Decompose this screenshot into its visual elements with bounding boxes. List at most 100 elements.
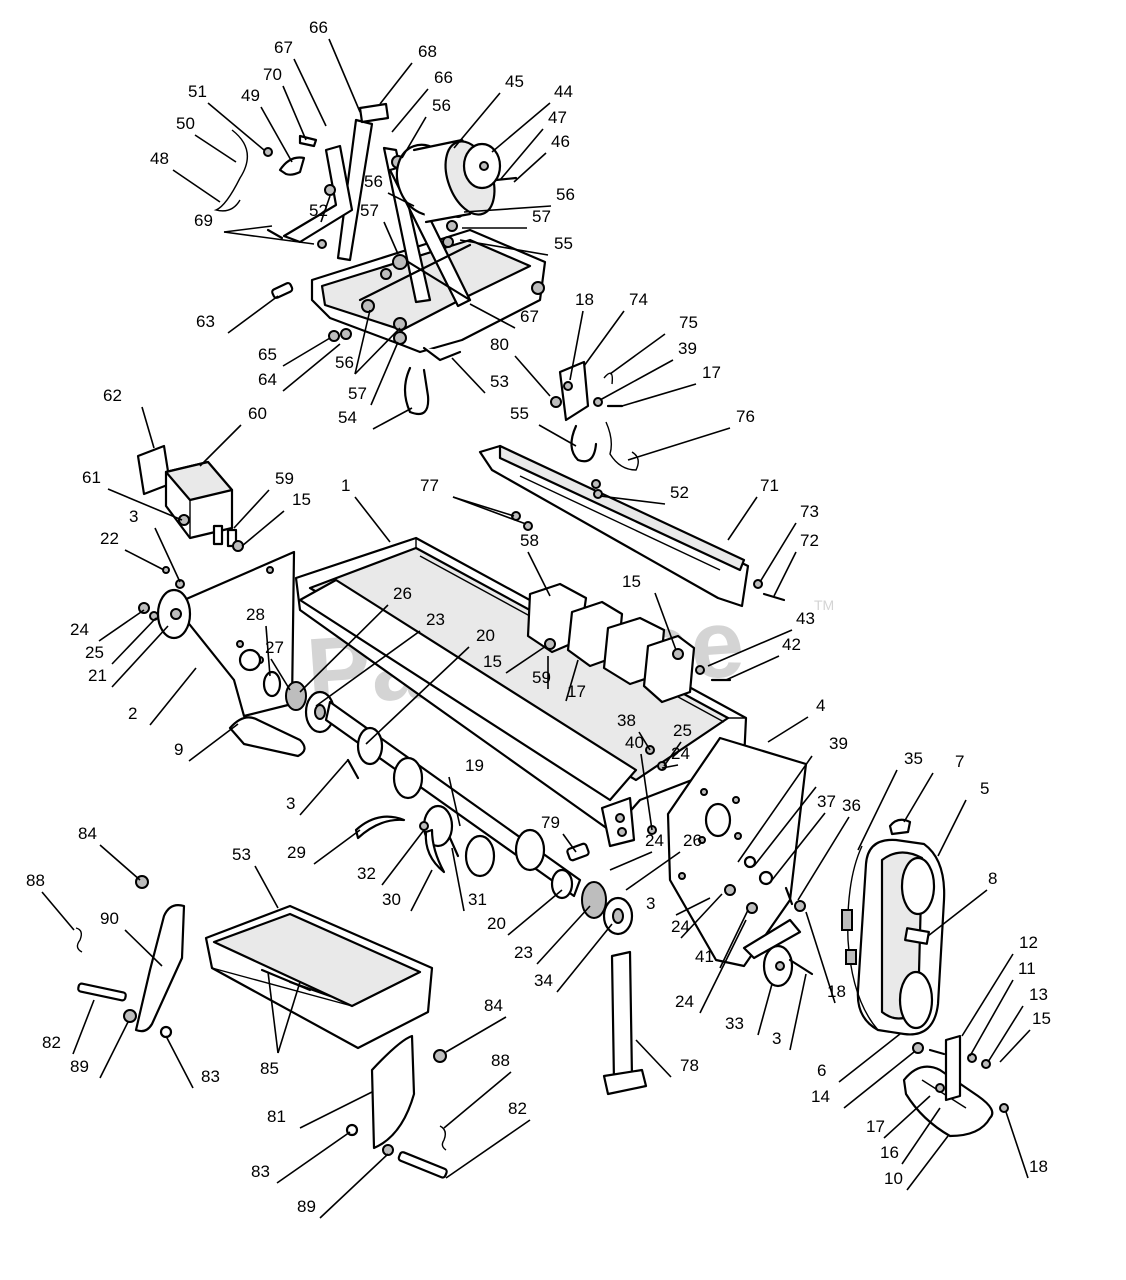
callout-label-23: 23 [426, 610, 445, 629]
callout-label-66: 66 [434, 68, 453, 87]
callout-label-2: 2 [128, 704, 137, 723]
hitch-box [136, 444, 244, 552]
callout-label-18: 18 [827, 982, 846, 1001]
callout-label-24: 24 [70, 620, 89, 639]
callout-label-26: 26 [393, 584, 412, 603]
callout-label-88: 88 [26, 871, 45, 890]
callout-label-79: 79 [541, 813, 560, 832]
callout-label-16: 16 [880, 1143, 899, 1162]
callout-label-32: 32 [357, 864, 376, 883]
callout-label-69: 69 [194, 211, 213, 230]
callout-label-14: 14 [811, 1087, 830, 1106]
callout-label-70: 70 [263, 65, 282, 84]
callout-label-8: 8 [988, 869, 997, 888]
callout-label-20: 20 [476, 626, 495, 645]
callout-label-46: 46 [551, 132, 570, 151]
callout-label-57: 57 [348, 384, 367, 403]
callout-label-45: 45 [505, 72, 524, 91]
callout-label-10: 10 [884, 1169, 903, 1188]
callout-label-90: 90 [100, 909, 119, 928]
mast-center [382, 146, 432, 304]
callout-label-73: 73 [800, 502, 819, 521]
hitch-pin-63 [271, 282, 294, 299]
callout-label-18: 18 [1029, 1157, 1048, 1176]
callout-label-52: 52 [309, 201, 328, 220]
callout-label-38: 38 [617, 711, 636, 730]
hitch-assembly [213, 102, 547, 416]
callout-label-42: 42 [782, 635, 801, 654]
callout-label-31: 31 [468, 890, 487, 909]
callout-label-9: 9 [174, 740, 183, 759]
callout-label-74: 74 [629, 290, 648, 309]
callout-label-33: 33 [725, 1014, 744, 1033]
callout-label-17: 17 [702, 363, 721, 382]
callout-label-56: 56 [335, 353, 354, 372]
callout-label-50: 50 [176, 114, 195, 133]
right-side-plate [645, 736, 814, 988]
callout-label-56: 56 [556, 185, 575, 204]
callout-label-25: 25 [673, 721, 692, 740]
callout-label-6: 6 [817, 1061, 826, 1080]
callout-label-61: 61 [82, 468, 101, 487]
depth-bar-bracket [550, 360, 639, 471]
bracket-74 [558, 360, 590, 422]
callout-label-64: 64 [258, 370, 277, 389]
callout-label-55: 55 [510, 404, 529, 423]
callout-label-88: 88 [491, 1051, 510, 1070]
callout-label-72: 72 [800, 531, 819, 550]
callout-label-67: 67 [274, 38, 293, 57]
callout-label-18: 18 [575, 290, 594, 309]
callout-label-30: 30 [382, 890, 401, 909]
pto-guard-drum [395, 138, 496, 224]
callout-label-37: 37 [817, 792, 836, 811]
callout-label-58: 58 [520, 531, 539, 550]
callout-label-80: 80 [490, 335, 509, 354]
callout-label-65: 65 [258, 345, 277, 364]
callout-label-3: 3 [772, 1029, 781, 1048]
shield-blocks-58 [526, 582, 732, 704]
callout-label-19: 19 [465, 756, 484, 775]
callout-label-83: 83 [251, 1162, 270, 1181]
callout-label-23: 23 [514, 943, 533, 962]
callout-label-1: 1 [341, 476, 350, 495]
callout-label-62: 62 [103, 386, 122, 405]
callout-label-15: 15 [292, 490, 311, 509]
bolt-70 [298, 134, 318, 148]
lever-53 [422, 346, 462, 362]
callout-label-56: 56 [432, 96, 451, 115]
clevis-49 [278, 156, 306, 176]
callout-label-3: 3 [286, 794, 295, 813]
callout-label-55: 55 [554, 234, 573, 253]
callout-label-24: 24 [671, 917, 690, 936]
callout-label-60: 60 [248, 404, 267, 423]
callout-label-34: 34 [534, 971, 553, 990]
callout-label-20: 20 [487, 914, 506, 933]
callout-label-67: 67 [520, 307, 539, 326]
callout-label-59: 59 [532, 668, 551, 687]
callout-label-71: 71 [760, 476, 779, 495]
tine-shaft-assembly [262, 670, 634, 936]
callout-label-3: 3 [129, 507, 138, 526]
callout-label-17: 17 [567, 682, 586, 701]
callout-label-17: 17 [866, 1117, 885, 1136]
callout-label-11: 11 [1018, 959, 1036, 978]
callout-label-29: 29 [287, 843, 306, 862]
skid-plate-right [345, 1034, 448, 1179]
callout-label-68: 68 [418, 42, 437, 61]
callout-label-77: 77 [420, 476, 439, 495]
callout-label-78: 78 [680, 1056, 699, 1075]
bolt-46 [494, 176, 518, 182]
rear-deflector [204, 904, 434, 1050]
callout-label-43: 43 [796, 609, 815, 628]
hairpin-48 [213, 129, 249, 212]
depth-bar-71 [478, 444, 786, 608]
callout-label-26: 26 [683, 831, 702, 850]
callout-label-53: 53 [490, 372, 509, 391]
stand-78 [602, 950, 648, 1096]
callout-label-28: 28 [246, 605, 265, 624]
callout-label-47: 47 [548, 108, 567, 127]
callout-label-24: 24 [645, 831, 664, 850]
mast-cap [358, 102, 390, 124]
callout-label-39: 39 [829, 734, 848, 753]
chain-case [841, 818, 1009, 1138]
